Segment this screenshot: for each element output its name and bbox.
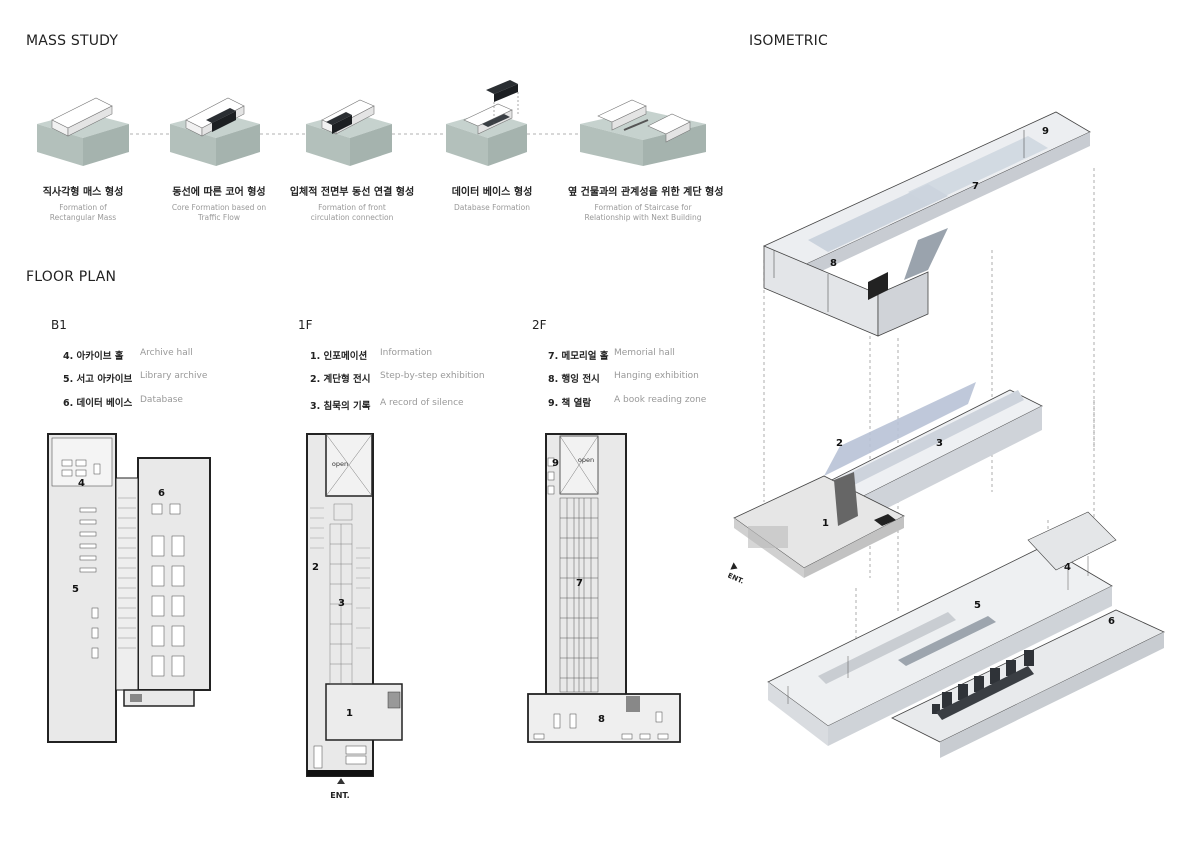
mass-study-model-5 bbox=[580, 99, 706, 166]
mass-study-5-kr: 옆 건물과의 관계성을 위한 계단 형성 bbox=[568, 187, 724, 198]
plan-1f-label-2: 2 bbox=[312, 562, 319, 573]
plan-2f-hanging-wing bbox=[527, 693, 681, 743]
info-furniture bbox=[313, 745, 367, 769]
mass-study-model-2 bbox=[170, 97, 260, 166]
iso-level-2f bbox=[763, 111, 1091, 337]
b1-label-4: 4 bbox=[78, 478, 85, 489]
b1-label-5: 5 bbox=[72, 584, 79, 595]
legend-6-kr: 6. 데이터 베이스 bbox=[63, 398, 133, 409]
level-b1-title: B1 bbox=[51, 318, 67, 332]
legend-6-en: Database bbox=[140, 395, 183, 405]
floor-plan-title: FLOOR PLAN bbox=[26, 269, 117, 285]
mass-study-model-4 bbox=[446, 80, 527, 166]
mass-study-1-en: Formation of Rectangular Mass bbox=[49, 203, 117, 222]
iso-level-1f bbox=[733, 382, 1043, 578]
mass-study-model-3 bbox=[306, 99, 392, 166]
archive-hall-furniture bbox=[61, 459, 101, 477]
mass-study-2-en: Core Formation based on Traffic Flow bbox=[171, 203, 267, 222]
database-desks bbox=[151, 503, 185, 677]
plan-2f: open 7 8 9 bbox=[527, 433, 681, 743]
plan-1f-label-1: 1 bbox=[346, 708, 353, 719]
plan-2f-label-9: 9 bbox=[552, 458, 559, 469]
plan-2f-label-8: 8 bbox=[598, 714, 605, 725]
iso-label-8: 8 bbox=[830, 258, 837, 269]
plan-1f-label-3: 3 bbox=[338, 598, 345, 609]
iso-label-7: 7 bbox=[972, 181, 979, 192]
legend-2-en: Step-by-step exhibition bbox=[380, 371, 485, 381]
reading-zone-desks bbox=[533, 457, 669, 740]
plan-1f-grid bbox=[329, 503, 353, 685]
iso-label-4: 4 bbox=[1064, 562, 1071, 573]
isometric-title: ISOMETRIC bbox=[749, 33, 828, 49]
b1-label-6: 6 bbox=[158, 488, 165, 499]
level-1f-title: 1F bbox=[298, 318, 313, 332]
plan-1f-stairs bbox=[310, 507, 370, 649]
iso-ent-label: ENT. bbox=[728, 571, 745, 585]
iso-label-3: 3 bbox=[936, 438, 943, 449]
legend-8-en: Hanging exhibition bbox=[614, 371, 699, 381]
mass-study-model-1 bbox=[37, 97, 129, 166]
isometric-drawing: 7 8 9 2 3 1 4 5 6 ENT. bbox=[728, 111, 1165, 758]
iso-label-1: 1 bbox=[822, 518, 829, 529]
iso-entrance-arrow-icon bbox=[730, 562, 738, 570]
plan-1f-open: open bbox=[332, 460, 348, 468]
iso-entrance: ENT. bbox=[728, 562, 745, 586]
mass-study-diagrams bbox=[37, 80, 706, 166]
legend-4-en: Archive hall bbox=[140, 348, 193, 358]
legend-1-kr: 1. 인포메이션 bbox=[310, 351, 368, 362]
legend-5-en: Library archive bbox=[140, 371, 208, 381]
legend-2-kr: 2. 계단형 전시 bbox=[310, 374, 371, 385]
b1-stair bbox=[118, 497, 136, 649]
legend-9-en: A book reading zone bbox=[614, 395, 707, 405]
mass-study-2-kr: 동선에 따른 코어 형성 bbox=[172, 187, 266, 198]
plan-1f-entrance-bar bbox=[307, 770, 373, 776]
legend-4-kr: 4. 아카이브 홀 bbox=[63, 351, 124, 362]
legend-7-kr: 7. 메모리얼 홀 bbox=[548, 351, 609, 362]
mass-study-1-kr: 직사각형 매스 형성 bbox=[42, 187, 124, 198]
mass-study-3-en: Formation of front circulation connectio… bbox=[310, 203, 394, 222]
mass-study-5-en: Formation of Staircase for Relationship … bbox=[584, 203, 702, 222]
plan-2f-open: open bbox=[578, 456, 594, 464]
plan-2f-core bbox=[626, 696, 640, 712]
mass-study-3-kr: 입체적 전면부 동선 연결 형성 bbox=[289, 187, 415, 198]
legend-8-kr: 8. 행잉 전시 bbox=[548, 374, 600, 385]
plan-2f-label-7: 7 bbox=[576, 578, 583, 589]
iso-b1-shelves bbox=[932, 650, 1034, 714]
level-2f-title: 2F bbox=[532, 318, 547, 332]
legend-5-kr: 5. 서고 아카이브 bbox=[63, 374, 133, 385]
mass-study-4-kr: 데이터 베이스 형성 bbox=[451, 187, 533, 198]
iso-level-b1 bbox=[767, 511, 1165, 758]
library-shelves bbox=[79, 507, 99, 659]
plan-1f-core bbox=[387, 691, 401, 709]
plan-2f-hall-grid bbox=[559, 497, 599, 693]
legend-3-kr: 3. 침묵의 기록 bbox=[310, 401, 371, 412]
b1-core bbox=[130, 694, 142, 702]
iso-label-6: 6 bbox=[1108, 616, 1115, 627]
iso-label-2: 2 bbox=[836, 438, 843, 449]
legend-7-en: Memorial hall bbox=[614, 348, 675, 358]
iso-label-5: 5 bbox=[974, 600, 981, 611]
plan-1f: open 1 2 3 ENT. bbox=[306, 433, 403, 800]
legend-1-en: Information bbox=[380, 348, 433, 358]
iso-label-9: 9 bbox=[1042, 126, 1049, 137]
plan-1f-ent: ENT. bbox=[330, 791, 349, 800]
legend-9-kr: 9. 책 열람 bbox=[548, 398, 592, 409]
mass-study-4-en: Database Formation bbox=[453, 203, 531, 212]
plan-b1: 4 5 6 bbox=[47, 433, 211, 743]
iso-b1-walls bbox=[787, 556, 1089, 704]
entrance-arrow-icon bbox=[337, 778, 345, 784]
mass-study-title: MASS STUDY bbox=[26, 33, 119, 49]
legend-3-en: A record of silence bbox=[380, 398, 464, 408]
